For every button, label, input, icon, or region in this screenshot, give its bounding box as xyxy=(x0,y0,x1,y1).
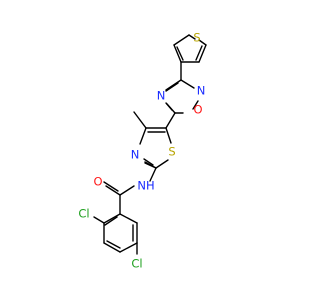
bond xyxy=(119,185,135,196)
bond xyxy=(176,46,184,61)
bond xyxy=(198,39,207,46)
molecule-canvas: S N N O S N NH O Cl Cl xyxy=(78,31,207,271)
bond xyxy=(165,102,173,111)
bond xyxy=(165,79,182,91)
bond xyxy=(119,242,138,253)
bond xyxy=(155,159,169,169)
cl-bond xyxy=(93,216,105,224)
carbonyl-bond xyxy=(105,185,121,196)
thiophene-sulfur-label: S xyxy=(193,31,200,45)
bond xyxy=(192,100,199,110)
bond xyxy=(149,167,157,182)
oxadiazole-nitrogen-label: N xyxy=(157,89,166,103)
oxadiazole-ring xyxy=(165,79,199,114)
bond xyxy=(165,112,176,129)
bond xyxy=(143,158,154,166)
oxadiazole-oxygen-label: O xyxy=(193,103,202,117)
bond xyxy=(173,34,190,46)
carbonyl-bond xyxy=(103,181,119,192)
bond xyxy=(139,127,147,145)
chlorine-label: Cl xyxy=(131,257,142,271)
bond xyxy=(106,240,121,249)
amide-nh-label: NH xyxy=(137,179,154,193)
bond xyxy=(119,213,138,224)
methyl-bond xyxy=(133,111,147,129)
bond xyxy=(165,127,172,144)
bond xyxy=(198,44,207,63)
bond xyxy=(173,44,182,63)
thiazole-nitrogen-label: N xyxy=(131,148,140,162)
bond xyxy=(165,82,179,92)
bond xyxy=(103,242,121,253)
bond xyxy=(195,45,203,61)
bond xyxy=(188,34,196,40)
thiophene-ring xyxy=(173,34,207,63)
bond xyxy=(103,213,121,224)
carbonyl-oxygen-label: O xyxy=(93,175,102,189)
benzene-ring xyxy=(103,194,138,253)
thiazole-sulfur-label: S xyxy=(168,145,175,159)
chlorine-label: Cl xyxy=(78,207,89,221)
thiazole-ring xyxy=(139,127,172,169)
bond xyxy=(180,79,195,89)
oxadiazole-nitrogen-label: N xyxy=(197,84,206,98)
bond xyxy=(144,162,157,169)
molecule-structure: S N N O S N NH O Cl Cl xyxy=(78,31,207,271)
bond xyxy=(104,216,118,226)
